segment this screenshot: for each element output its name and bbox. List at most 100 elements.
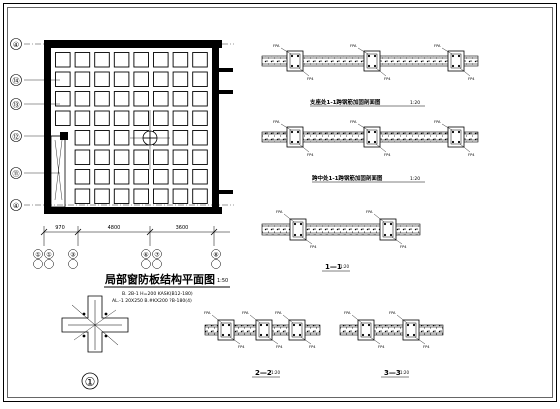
leader-line <box>280 47 292 55</box>
stirrup <box>220 322 232 338</box>
slab-cell <box>133 169 149 185</box>
stirrup <box>405 322 417 338</box>
row-axis-label: ⑫ <box>13 133 20 141</box>
rebar-dot <box>367 333 371 337</box>
rebar-dot <box>290 130 294 134</box>
section-2-scale: 1:20 <box>271 370 280 375</box>
rebar-dot <box>406 323 410 327</box>
slab-cell <box>113 169 130 185</box>
rebar-tag: FP4 <box>384 153 391 157</box>
rebar-tag: FPA <box>273 120 280 124</box>
rebar-dot <box>298 333 302 337</box>
slab-cell <box>153 52 169 68</box>
plan-title: 局部窗防板结构平面图 <box>104 272 215 286</box>
leader-line <box>298 143 310 153</box>
wall-bottom <box>44 207 222 214</box>
leader-line <box>459 143 471 153</box>
rebar-dot <box>367 323 371 327</box>
slab-cell <box>94 188 110 204</box>
rebar-dot <box>457 54 461 58</box>
rebar-dot <box>296 140 300 144</box>
slab-cell <box>94 130 110 146</box>
node-detail-label: ① <box>85 375 96 389</box>
rebar-dot <box>293 222 297 226</box>
leader-line <box>283 213 295 223</box>
rebar-tag: FPA <box>350 44 357 48</box>
concrete-band <box>339 324 444 336</box>
slab-cell <box>172 188 189 204</box>
rebar-tag: FP4 <box>400 245 407 249</box>
rebar-tag: FP4 <box>423 345 430 349</box>
leader-line <box>441 47 453 55</box>
dimension-text: 4800 <box>108 225 121 231</box>
slab-cell <box>192 110 208 126</box>
slab-cell <box>192 71 208 87</box>
slab-cell <box>172 71 189 87</box>
rebar-dot <box>457 140 461 144</box>
slab-cell <box>192 91 208 107</box>
slab-cell <box>153 91 169 107</box>
stirrup <box>291 322 303 338</box>
slab-cell <box>153 169 169 185</box>
leader-line <box>280 123 292 131</box>
stirrup <box>366 129 378 145</box>
rebar-dot <box>298 323 302 327</box>
slab-cell <box>172 110 189 126</box>
rebar-dot <box>367 130 371 134</box>
section-ab-title: 支座处1-1跨钢筋加固剖面图 <box>309 98 381 106</box>
rebar-dot <box>451 130 455 134</box>
rebar-dot <box>383 233 387 237</box>
rebar-tag: FP4 <box>276 345 283 349</box>
rebar-dot <box>412 333 416 337</box>
rebar-dot <box>373 140 377 144</box>
rebar-dot <box>292 333 296 337</box>
slab-cell <box>94 169 110 185</box>
sheet-border <box>3 3 557 402</box>
slab-cell <box>94 110 110 126</box>
rebar-tag: FPA <box>204 311 211 315</box>
slab-cell <box>113 130 130 146</box>
slab-cell <box>74 71 91 87</box>
rebar-tag: FPA <box>350 120 357 124</box>
dimension-text: 970 <box>55 225 65 231</box>
slab-cell <box>192 149 208 165</box>
rebar-tag: FPA <box>389 311 396 315</box>
leader-line <box>229 336 241 345</box>
rebar-dot <box>367 54 371 58</box>
section-2-label: 2—2 <box>255 369 272 377</box>
plan-dimensions: 970 4800 3600 <box>40 225 230 246</box>
rebar-dot <box>290 140 294 144</box>
plan-note: AL.-1 20X250 B.#KX200 ?B-180(4) <box>112 298 192 304</box>
slab-cell <box>113 91 130 107</box>
rebar-dot <box>373 54 377 58</box>
section-1-label: 1—1 <box>325 263 342 271</box>
slab-cell <box>133 188 149 204</box>
slab-cell <box>133 71 149 87</box>
rebar-tag: FP4 <box>384 77 391 81</box>
stirrup <box>450 53 462 69</box>
leader-line <box>396 314 408 324</box>
leader-line <box>373 213 385 223</box>
leader-line <box>375 143 387 153</box>
section-cd-title: 跨中处1-1跨钢筋加固剖面图 <box>312 174 383 182</box>
rebar-tag: FPA <box>273 44 280 48</box>
rebar-tag: FP4 <box>468 77 475 81</box>
rebar-dot <box>265 333 269 337</box>
column-axis-label: ③ <box>70 252 75 259</box>
slab-cell <box>113 188 130 204</box>
rebar-dot <box>383 222 387 226</box>
rebar-dot <box>361 333 365 337</box>
leader-line <box>391 236 403 245</box>
column-axis-label: ⑧ <box>213 252 218 259</box>
leader-line <box>351 314 363 324</box>
rebar-tag: FP4 <box>307 77 314 81</box>
slab-cell <box>172 169 189 185</box>
stirrup <box>366 53 378 69</box>
